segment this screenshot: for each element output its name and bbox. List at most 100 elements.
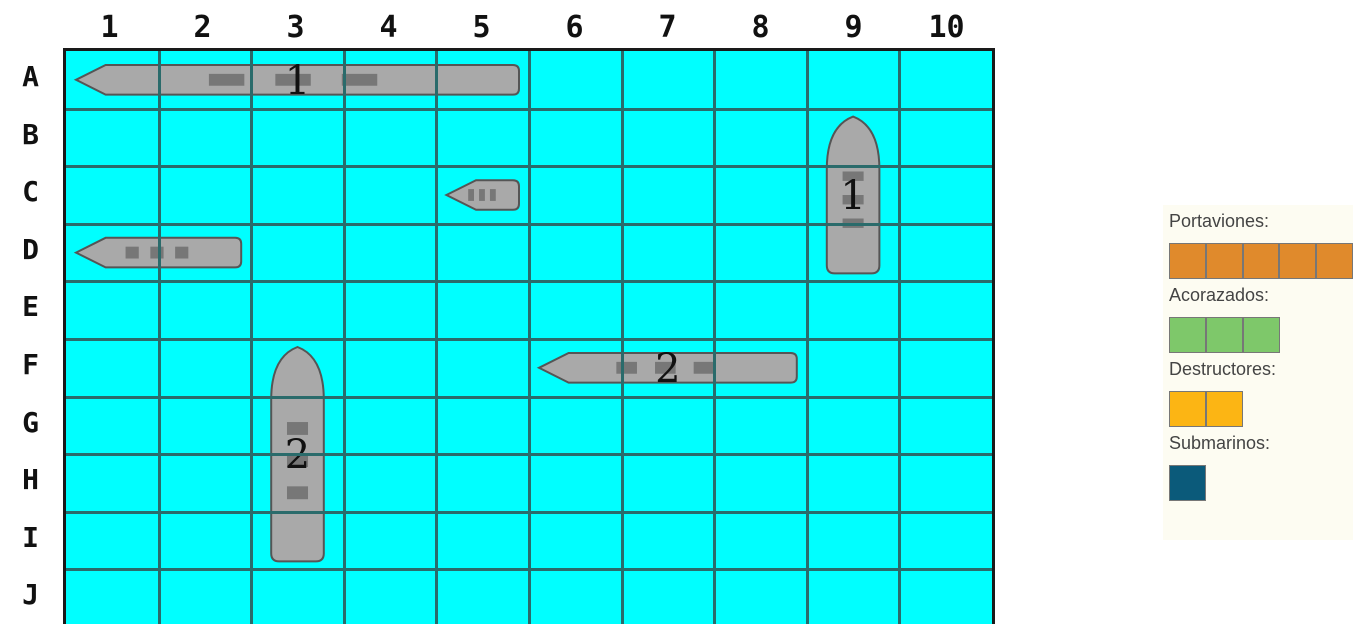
cell-C3[interactable]	[251, 166, 344, 224]
cell-G6[interactable]	[529, 397, 622, 455]
cell-G10[interactable]	[899, 397, 992, 455]
cell-A5[interactable]	[436, 51, 529, 109]
cell-D2[interactable]	[159, 224, 252, 282]
cell-D6[interactable]	[529, 224, 622, 282]
cell-F3[interactable]	[251, 339, 344, 397]
cell-A9[interactable]	[807, 51, 900, 109]
cell-F9[interactable]	[807, 339, 900, 397]
cell-A2[interactable]	[159, 51, 252, 109]
cell-C7[interactable]	[622, 166, 715, 224]
cell-D4[interactable]	[344, 224, 437, 282]
cell-H4[interactable]	[344, 454, 437, 512]
cell-E2[interactable]	[159, 281, 252, 339]
cell-D10[interactable]	[899, 224, 992, 282]
cell-A6[interactable]	[529, 51, 622, 109]
cell-E10[interactable]	[899, 281, 992, 339]
cell-E7[interactable]	[622, 281, 715, 339]
cell-G2[interactable]	[159, 397, 252, 455]
cell-I5[interactable]	[436, 512, 529, 570]
cell-J2[interactable]	[159, 569, 252, 627]
cell-I1[interactable]	[66, 512, 159, 570]
cell-B5[interactable]	[436, 109, 529, 167]
cell-E9[interactable]	[807, 281, 900, 339]
cell-B2[interactable]	[159, 109, 252, 167]
cell-H2[interactable]	[159, 454, 252, 512]
cell-J5[interactable]	[436, 569, 529, 627]
cell-B9[interactable]	[807, 109, 900, 167]
cell-I3[interactable]	[251, 512, 344, 570]
cell-D8[interactable]	[714, 224, 807, 282]
cell-C1[interactable]	[66, 166, 159, 224]
cell-J8[interactable]	[714, 569, 807, 627]
cell-I2[interactable]	[159, 512, 252, 570]
cell-B3[interactable]	[251, 109, 344, 167]
cell-D1[interactable]	[66, 224, 159, 282]
cell-H5[interactable]	[436, 454, 529, 512]
cell-C6[interactable]	[529, 166, 622, 224]
cell-C5[interactable]	[436, 166, 529, 224]
cell-B10[interactable]	[899, 109, 992, 167]
cell-B4[interactable]	[344, 109, 437, 167]
cell-I8[interactable]	[714, 512, 807, 570]
cell-J7[interactable]	[622, 569, 715, 627]
cell-E3[interactable]	[251, 281, 344, 339]
cell-C9[interactable]	[807, 166, 900, 224]
cell-H6[interactable]	[529, 454, 622, 512]
cell-F2[interactable]	[159, 339, 252, 397]
cell-D9[interactable]	[807, 224, 900, 282]
cell-G9[interactable]	[807, 397, 900, 455]
cell-J9[interactable]	[807, 569, 900, 627]
cell-B8[interactable]	[714, 109, 807, 167]
cell-D7[interactable]	[622, 224, 715, 282]
cell-I6[interactable]	[529, 512, 622, 570]
cell-B6[interactable]	[529, 109, 622, 167]
cell-F5[interactable]	[436, 339, 529, 397]
cell-D5[interactable]	[436, 224, 529, 282]
cell-A7[interactable]	[622, 51, 715, 109]
cell-F8[interactable]	[714, 339, 807, 397]
cell-D3[interactable]	[251, 224, 344, 282]
cell-J10[interactable]	[899, 569, 992, 627]
cell-E4[interactable]	[344, 281, 437, 339]
cell-C2[interactable]	[159, 166, 252, 224]
cell-F1[interactable]	[66, 339, 159, 397]
cell-G5[interactable]	[436, 397, 529, 455]
cell-F10[interactable]	[899, 339, 992, 397]
cell-H10[interactable]	[899, 454, 992, 512]
cell-G3[interactable]	[251, 397, 344, 455]
cell-J1[interactable]	[66, 569, 159, 627]
cell-G7[interactable]	[622, 397, 715, 455]
cell-H7[interactable]	[622, 454, 715, 512]
cell-G8[interactable]	[714, 397, 807, 455]
cell-A1[interactable]	[66, 51, 159, 109]
cell-F6[interactable]	[529, 339, 622, 397]
cell-H1[interactable]	[66, 454, 159, 512]
cell-G1[interactable]	[66, 397, 159, 455]
cell-H8[interactable]	[714, 454, 807, 512]
cell-A4[interactable]	[344, 51, 437, 109]
cell-I9[interactable]	[807, 512, 900, 570]
cell-F7[interactable]	[622, 339, 715, 397]
cell-C4[interactable]	[344, 166, 437, 224]
cell-G4[interactable]	[344, 397, 437, 455]
cell-J3[interactable]	[251, 569, 344, 627]
cell-F4[interactable]	[344, 339, 437, 397]
cell-E1[interactable]	[66, 281, 159, 339]
cell-C10[interactable]	[899, 166, 992, 224]
cell-E6[interactable]	[529, 281, 622, 339]
cell-E8[interactable]	[714, 281, 807, 339]
cell-H3[interactable]	[251, 454, 344, 512]
cell-I7[interactable]	[622, 512, 715, 570]
cell-J6[interactable]	[529, 569, 622, 627]
cell-J4[interactable]	[344, 569, 437, 627]
cell-H9[interactable]	[807, 454, 900, 512]
cell-E5[interactable]	[436, 281, 529, 339]
cell-C8[interactable]	[714, 166, 807, 224]
cell-A3[interactable]	[251, 51, 344, 109]
cell-A10[interactable]	[899, 51, 992, 109]
cell-A8[interactable]	[714, 51, 807, 109]
cell-I10[interactable]	[899, 512, 992, 570]
cell-I4[interactable]	[344, 512, 437, 570]
cell-B7[interactable]	[622, 109, 715, 167]
